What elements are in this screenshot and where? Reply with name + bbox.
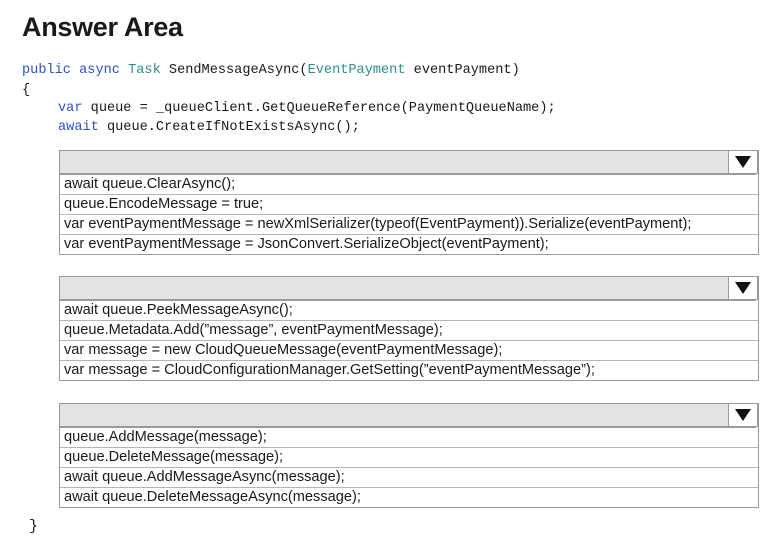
close-brace: }: [29, 518, 39, 535]
code-line-create-if-not-exists: await queue.CreateIfNotExistsAsync();: [58, 119, 360, 137]
answer-area-title: Answer Area: [22, 12, 183, 42]
keyword-async: async: [79, 63, 120, 78]
dropdown-1-option-4[interactable]: var eventPaymentMessage = JsonConvert.Se…: [60, 234, 758, 254]
dropdown-1-header[interactable]: [59, 150, 759, 174]
dropdown-1-option-2[interactable]: queue.EncodeMessage = true;: [60, 194, 758, 214]
type-event-payment: EventPayment: [307, 63, 406, 78]
dropdown-2-option-3[interactable]: var message = new CloudQueueMessage(even…: [60, 340, 758, 360]
open-brace: {: [22, 83, 31, 98]
code-line-queue-reference-text: queue = _queueClient.GetQueueReference(P…: [90, 101, 556, 116]
triangle-down-icon[interactable]: [728, 276, 758, 300]
type-task: Task: [128, 63, 161, 78]
dropdown-2-header[interactable]: [59, 276, 759, 300]
dropdown-2[interactable]: await queue.PeekMessageAsync(); queue.Me…: [59, 276, 759, 381]
dropdown-3-header[interactable]: [59, 403, 759, 427]
keyword-var: var: [58, 101, 83, 116]
param-name: eventPayment): [413, 63, 520, 78]
dropdown-3-option-2[interactable]: queue.DeleteMessage(message);: [60, 447, 758, 467]
dropdown-2-options: await queue.PeekMessageAsync(); queue.Me…: [59, 300, 759, 381]
dropdown-1[interactable]: await queue.ClearAsync(); queue.EncodeMe…: [59, 150, 759, 255]
dropdown-1-option-1[interactable]: await queue.ClearAsync();: [60, 174, 756, 194]
dropdown-3-option-4[interactable]: await queue.DeleteMessageAsync(message);: [60, 487, 758, 507]
keyword-public: public: [22, 63, 71, 78]
dropdown-1-options: await queue.ClearAsync(); queue.EncodeMe…: [59, 174, 759, 255]
keyword-await: await: [58, 120, 99, 135]
method-signature: public async Task SendMessageAsync(Event…: [22, 62, 520, 80]
dropdown-1-option-3[interactable]: var eventPaymentMessage = newXmlSerializ…: [60, 214, 758, 234]
dropdown-2-option-4[interactable]: var message = CloudConfigurationManager.…: [60, 360, 758, 380]
dropdown-3-options: queue.AddMessage(message); queue.DeleteM…: [59, 427, 759, 508]
dropdown-2-option-2[interactable]: queue.Metadata.Add(”message”, eventPayme…: [60, 320, 758, 340]
method-name: SendMessageAsync(: [168, 63, 308, 78]
dropdown-3-option-1[interactable]: queue.AddMessage(message);: [60, 427, 756, 447]
dropdown-3-option-3[interactable]: await queue.AddMessageAsync(message);: [60, 467, 758, 487]
triangle-down-icon[interactable]: [728, 403, 758, 427]
code-line-create-if-not-exists-text: queue.CreateIfNotExistsAsync();: [106, 120, 360, 135]
dropdown-2-option-1[interactable]: await queue.PeekMessageAsync();: [60, 300, 756, 320]
code-line-queue-reference: var queue = _queueClient.GetQueueReferen…: [58, 100, 556, 118]
dropdown-3[interactable]: queue.AddMessage(message); queue.DeleteM…: [59, 403, 759, 508]
triangle-down-icon[interactable]: [728, 150, 758, 174]
